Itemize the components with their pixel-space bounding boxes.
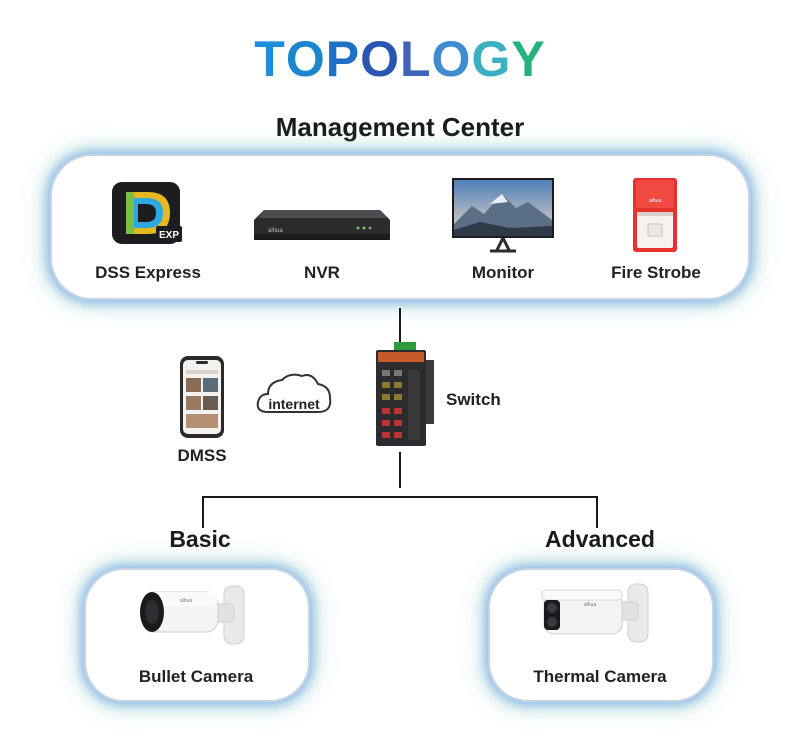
thermal-camera-icon: alhua: [540, 580, 662, 650]
connector-line: [202, 496, 204, 528]
page-title: TOPOLOGY: [0, 30, 800, 88]
basic-heading: Basic: [169, 526, 231, 552]
svg-text:alhua: alhua: [268, 228, 283, 234]
bullet-camera-icon: alhua: [138, 582, 258, 650]
title-letter: O: [360, 31, 400, 87]
dss-badge-text: EXP: [159, 230, 179, 241]
monitor-icon: [450, 176, 556, 254]
fire-strobe-icon: alhua: [630, 176, 680, 254]
connector-line: [399, 308, 401, 342]
connector-line: [202, 496, 598, 498]
svg-text:alhua: alhua: [649, 198, 661, 204]
internet-label: internet: [268, 396, 320, 412]
title-letter: T: [254, 31, 286, 87]
title-letter: O: [431, 31, 472, 87]
title-letter: G: [471, 31, 512, 87]
dss-express-label: DSS Express: [95, 263, 201, 282]
svg-text:alhua: alhua: [584, 602, 596, 608]
title-letter: O: [285, 31, 326, 87]
svg-text:alhua: alhua: [180, 598, 192, 604]
bullet-camera-label: Bullet Camera: [138, 667, 254, 686]
connector-line: [399, 452, 401, 488]
connector-line: [596, 496, 598, 528]
smartphone-icon: [178, 354, 226, 440]
monitor-label: Monitor: [471, 263, 535, 282]
dmss-label: DMSS: [177, 446, 227, 465]
title-letter: L: [400, 31, 432, 87]
management-center-heading: Management Center: [275, 112, 525, 142]
dss-express-logo-icon: EXP: [110, 180, 186, 246]
cloud-icon: [254, 368, 334, 422]
switch-label: Switch: [446, 390, 501, 409]
network-switch-icon: [368, 340, 440, 450]
advanced-heading: Advanced: [545, 526, 655, 552]
nvr-label: NVR: [304, 263, 340, 282]
fire-strobe-label: Fire Strobe: [611, 263, 701, 282]
title-letter: Y: [511, 31, 546, 87]
basic-camera-box: [84, 568, 310, 702]
thermal-camera-label: Thermal Camera: [533, 667, 667, 686]
title-letter: P: [325, 31, 361, 87]
nvr-device-icon: alhua: [250, 206, 392, 246]
